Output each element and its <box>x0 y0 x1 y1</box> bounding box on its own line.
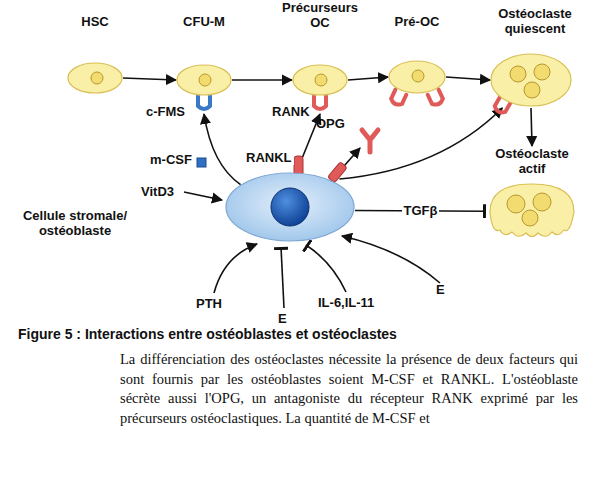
cell-label: Précurseurs OC <box>275 0 365 30</box>
cell-node: Ostéoclaste quiescent <box>490 52 572 108</box>
osteoblast-cell: Cellule stromale/ ostéoblaste <box>225 172 355 242</box>
cell-node: HSC <box>67 62 123 94</box>
cell-label: Ostéoclaste actif <box>482 146 582 176</box>
arrow <box>339 108 502 179</box>
e-arrow <box>342 236 440 283</box>
edge-label: TGFβ <box>402 203 440 218</box>
cell-shape <box>486 182 578 242</box>
cell-node: Ostéoclaste actif <box>486 146 578 242</box>
cell-label: Pré-OC <box>377 14 457 29</box>
cell-node: Pré-OC <box>388 60 446 110</box>
factor-label: OPG <box>316 116 345 131</box>
opg-symbol <box>362 130 378 152</box>
factor-label: RANK <box>272 104 310 119</box>
factor-label: PTH <box>196 296 222 311</box>
arrow <box>446 77 490 80</box>
pth-arrow <box>214 244 257 293</box>
cell-shape <box>225 172 355 242</box>
edge-label: m-CSF <box>148 152 194 167</box>
e-inhibit <box>281 247 284 308</box>
arrow <box>204 114 241 185</box>
cell-label: Cellule stromale/ ostéoblaste <box>19 208 131 238</box>
factor-label: c-FMS <box>146 104 185 119</box>
mcsf-symbol <box>197 158 206 167</box>
arrow <box>123 78 176 80</box>
cell-shape <box>67 62 123 94</box>
figure-title: Figure 5 : Interactions entre ostéoblast… <box>18 326 397 342</box>
arrow <box>531 108 532 146</box>
vitd3-arrow <box>184 192 222 200</box>
cell-label: HSC <box>55 14 135 29</box>
il6-inhibit <box>306 245 346 292</box>
cell-label: CFU-M <box>164 14 244 29</box>
factor-label: VitD3 <box>141 184 174 199</box>
cell-shape <box>490 52 572 108</box>
figure-caption: La différenciation des ostéoclastes néce… <box>120 350 578 428</box>
edge-label: RANKL <box>244 150 294 165</box>
factor-label: IL-6,IL-11 <box>318 295 374 310</box>
cell-label: Ostéoclaste quiescent <box>485 6 585 36</box>
cell-shape <box>388 60 446 110</box>
arrow <box>348 77 388 80</box>
arrow <box>232 79 292 81</box>
factor-label: E <box>436 282 445 297</box>
factor-label: E <box>278 311 287 326</box>
